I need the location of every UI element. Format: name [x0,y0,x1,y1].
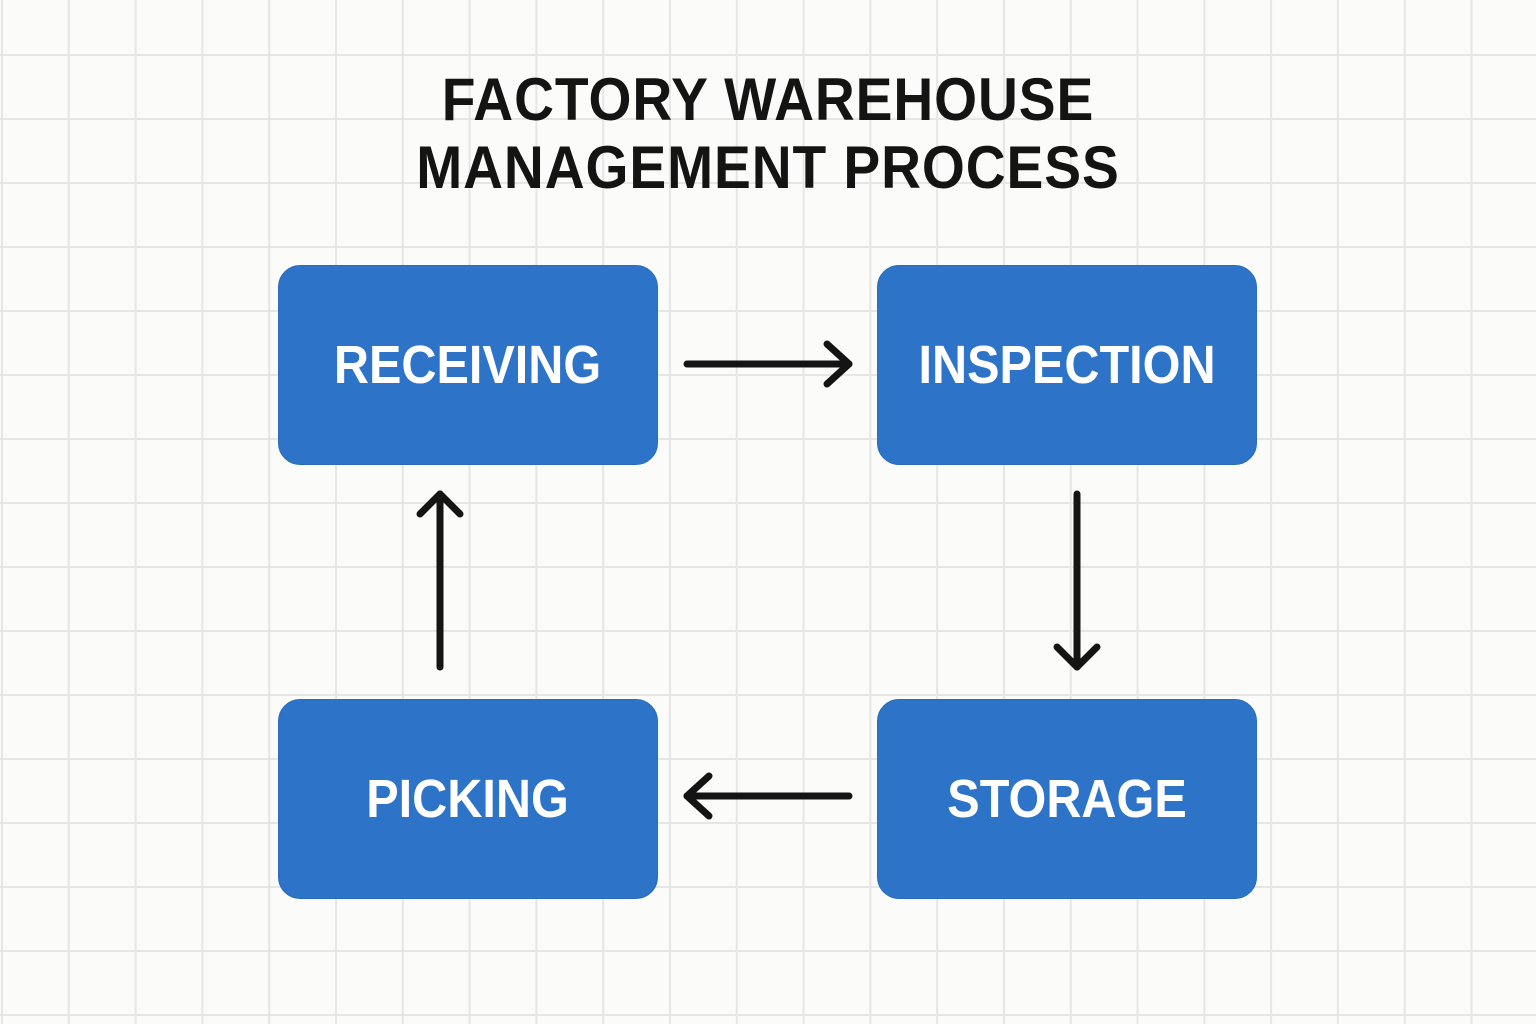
step-box-inspection: INSPECTION [877,265,1257,465]
step-box-storage: STORAGE [877,699,1257,899]
step-label-inspection: INSPECTION [918,335,1216,395]
step-label-storage: STORAGE [947,769,1187,829]
arrow-picking-to-receiving [416,490,464,671]
step-label-receiving: RECEIVING [334,335,602,395]
arrow-inspection-to-storage [1053,490,1101,671]
step-label-picking: PICKING [366,769,570,829]
step-box-picking: PICKING [278,699,658,899]
title-line-1: FACTORY WAREHOUSE [441,66,1095,133]
title-line-2: MANAGEMENT PROCESS [416,134,1120,201]
diagram-title: FACTORY WAREHOUSE MANAGEMENT PROCESS [61,66,1474,202]
step-box-receiving: RECEIVING [278,265,658,465]
arrow-storage-to-picking [683,772,853,820]
arrow-receiving-to-inspection [683,340,853,388]
